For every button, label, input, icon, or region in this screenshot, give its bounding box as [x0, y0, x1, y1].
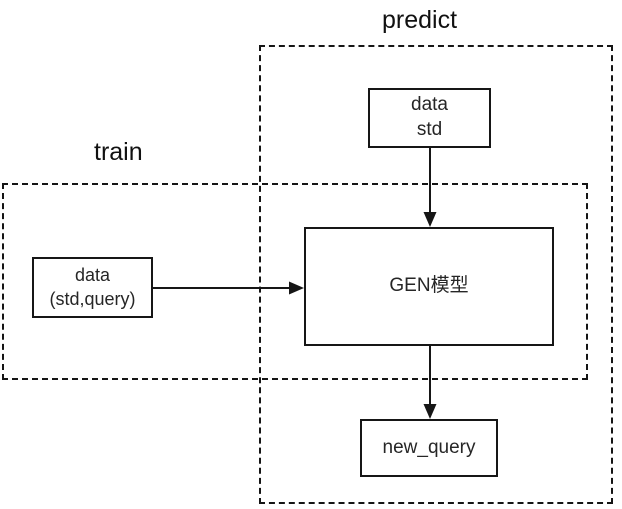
region-label-train: train	[94, 138, 143, 166]
node-gen-model[interactable]: GEN模型	[304, 227, 554, 346]
node-data-std-line-1: data	[411, 94, 448, 116]
node-data-std[interactable]: data std	[368, 88, 491, 148]
region-predict	[259, 45, 613, 504]
node-data-std-line-2: std	[416, 119, 443, 140]
region-label-predict: predict	[382, 6, 458, 34]
node-gen-model-label: GEN模型	[389, 275, 469, 297]
node-new-query[interactable]: new_query	[360, 419, 498, 477]
node-new-query-label: new_query	[382, 436, 476, 458]
edge-gen-model-to-new-query	[420, 344, 440, 422]
edge-data-std-to-gen-model	[420, 146, 440, 230]
node-data-std-query[interactable]: data (std,query)	[32, 257, 153, 318]
edge-gen-model-to-new-query-arrowhead	[423, 404, 437, 419]
node-data-std-query-line-1: data	[74, 265, 111, 286]
node-data-std-query-line-2: (std,query)	[49, 288, 136, 309]
edge-data-std-query-to-gen-model-arrowhead	[289, 281, 304, 295]
edge-data-std-query-to-gen-model	[151, 278, 307, 298]
edge-data-std-to-gen-model-arrowhead	[423, 212, 437, 227]
region-train	[2, 183, 588, 380]
